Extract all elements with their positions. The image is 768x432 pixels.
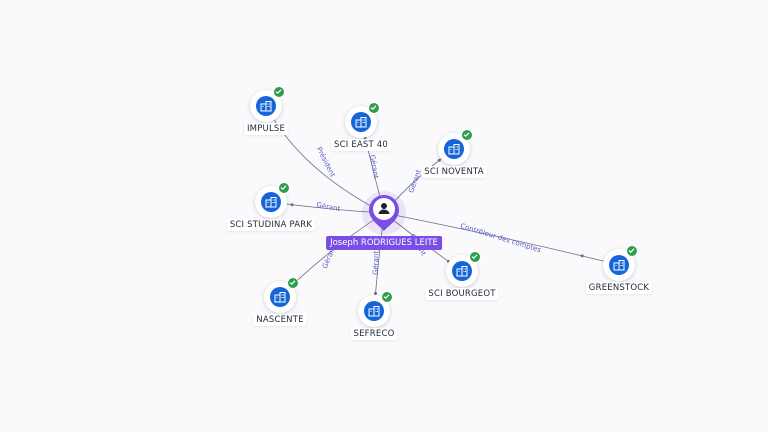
company-node-sefreco[interactable] [358,291,393,327]
company-bubble[interactable] [446,251,481,287]
edge-arrow-greenstock [580,254,584,258]
company-label-studina[interactable]: SCI STUDINA PARK [226,219,316,231]
company-bubble[interactable] [255,182,290,218]
company-label-greenstock[interactable]: GREENSTOCK [585,282,653,294]
company-bubble[interactable] [438,129,473,165]
edge-arrow-studina [290,203,294,207]
company-bubble[interactable] [250,86,285,122]
company-bubble[interactable] [345,102,380,138]
edge-greenstock [383,212,620,266]
person-pin-icon [369,195,399,231]
company-label-east40[interactable]: SCI EAST 40 [330,139,392,151]
edge-impulse [265,105,385,214]
company-label-sefreco[interactable]: SEFRECO [350,328,398,340]
company-node-east40[interactable] [345,102,380,138]
company-node-impulse[interactable] [250,86,285,122]
company-node-bourgeot[interactable] [446,251,481,287]
edge-label-greenstock: Contrôleur des comptes [459,222,542,254]
check-icon [273,86,285,98]
check-icon [381,291,393,303]
company-node-nascente[interactable] [264,277,299,313]
edge-arrow-noventa [437,158,441,162]
person-name-label[interactable]: Joseph RODRIGUES LEITE [326,236,442,250]
edge-label-sefreco: Gérant [372,251,381,276]
company-bubble[interactable] [358,291,393,327]
check-icon [469,251,481,263]
check-icon [278,182,290,194]
check-icon [626,245,638,257]
edge-label-studina: Gérant [316,201,341,213]
company-bubble[interactable] [603,245,638,281]
person-icon [378,203,390,214]
check-icon [368,102,380,114]
person-node[interactable] [367,193,401,237]
company-label-impulse[interactable]: IMPULSE [243,123,289,135]
company-node-noventa[interactable] [438,129,473,165]
company-label-nascente[interactable]: NASCENTE [253,314,307,326]
company-label-noventa[interactable]: SCI NOVENTA [421,166,487,178]
check-icon [461,129,473,141]
edge-label-east40: Gérant [368,154,380,179]
company-node-greenstock[interactable] [603,245,638,281]
check-icon [287,277,299,289]
edge-arrow-sefreco [374,291,378,295]
company-label-bourgeot[interactable]: SCI BOURGEOT [425,288,499,300]
company-bubble[interactable] [264,277,299,313]
company-node-studina[interactable] [255,182,290,218]
